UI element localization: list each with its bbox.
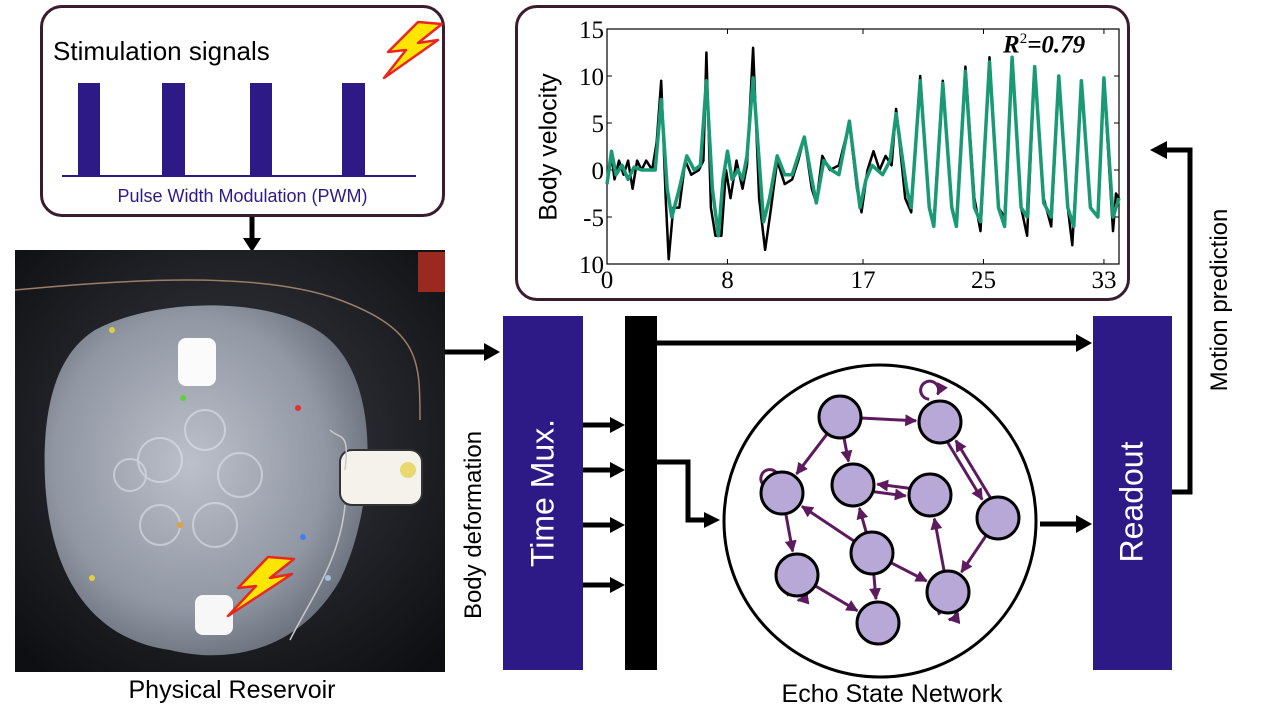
stimulation-signals-panel: Stimulation signals Pulse Width Modulati… — [40, 5, 445, 217]
readout-block — [1093, 316, 1172, 670]
esn-neuron — [855, 600, 901, 646]
lightning-bolt-icon — [226, 555, 296, 618]
arrow-right-icon — [1076, 515, 1092, 533]
pwm-pulse — [162, 83, 185, 176]
arrow-right-icon — [610, 517, 625, 533]
x-tick-label: 25 — [971, 267, 996, 294]
arrow-down-icon — [243, 217, 261, 252]
esn-neuron — [907, 472, 953, 518]
y-tick-label: 5 — [592, 111, 605, 138]
arrow-right-icon — [704, 512, 720, 528]
esn-neuron — [817, 394, 863, 440]
echo-state-network-caption: Echo State Network — [781, 680, 1003, 708]
r-squared-base: R — [1003, 31, 1020, 59]
jellyfish-bell — [44, 305, 368, 656]
r-squared-annotation: R2=0.79 — [1003, 31, 1085, 59]
electronics-device — [339, 449, 423, 506]
series-predicted — [605, 55, 1121, 238]
esn-neuron — [830, 462, 876, 508]
esn-neuron — [774, 552, 820, 598]
pwm-pulse — [78, 83, 100, 176]
arrow-right-icon — [610, 462, 625, 478]
physical-reservoir-caption: Physical Reservoir — [128, 676, 336, 704]
arrow-left-icon — [1150, 141, 1167, 159]
esn-neuron — [975, 495, 1021, 541]
multiplexer-bar — [625, 316, 657, 670]
pwm-caption: Pulse Width Modulation (PWM) — [117, 186, 368, 206]
arrow-right-icon — [610, 577, 625, 593]
pwm-pulse — [250, 83, 272, 176]
r-squared-value: =0.79 — [1027, 31, 1086, 59]
y-tick-label: 15 — [579, 17, 604, 44]
x-tick-label: 17 — [851, 267, 876, 294]
lightning-bolt-icon — [382, 20, 444, 80]
stimulation-title: Stimulation signals — [53, 36, 270, 66]
plot-frame — [606, 28, 1120, 265]
arrow-right-icon — [610, 417, 625, 433]
y-tick-label: 10 — [579, 252, 604, 279]
pwm-baseline — [62, 175, 416, 177]
x-tick-label: 8 — [721, 267, 734, 294]
y-tick-label: 10 — [579, 64, 604, 91]
esn-neuron — [925, 569, 971, 615]
arrow-right-icon — [1076, 334, 1092, 352]
y-tick-label: -5 — [583, 205, 604, 232]
esn-self-loop — [919, 379, 948, 401]
esn-neuron — [849, 530, 895, 576]
pwm-pulse — [342, 83, 365, 176]
y-tick-label: 0 — [592, 158, 605, 185]
esn-neuron — [759, 470, 805, 516]
r-squared-sup: 2 — [1019, 31, 1028, 47]
arrow-right-icon — [484, 343, 500, 361]
time-mux-block — [503, 316, 583, 670]
series-measured — [605, 46, 1121, 261]
x-tick-label: 0 — [601, 267, 614, 294]
esn-neuron — [917, 399, 963, 445]
x-tick-label: 33 — [1091, 267, 1116, 294]
velocity-chart-panel — [515, 5, 1130, 301]
